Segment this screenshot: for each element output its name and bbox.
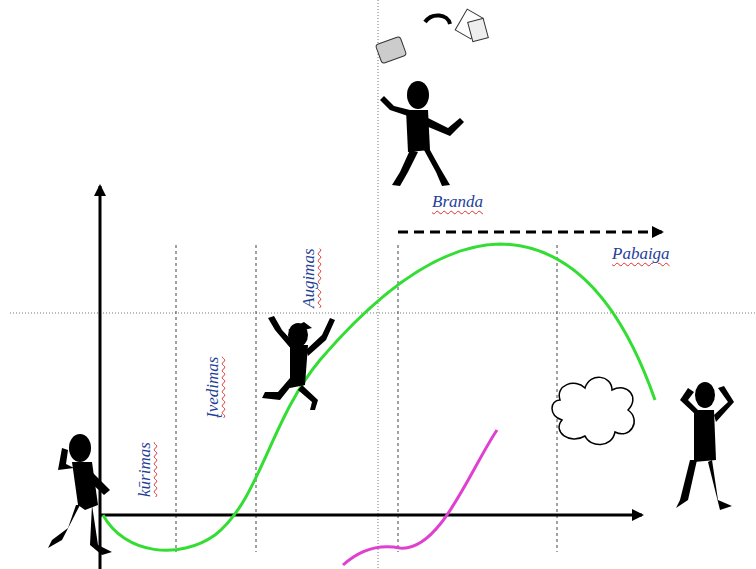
second-curve xyxy=(343,430,497,565)
life-cycle-curve xyxy=(103,244,655,550)
guide-line xyxy=(378,0,379,569)
y-axis xyxy=(99,186,102,569)
stage-label: Įvedimas xyxy=(204,357,223,418)
stage-label: Branda xyxy=(432,193,483,212)
juggler-figure xyxy=(375,9,488,186)
guide-line xyxy=(10,313,756,314)
x-axis xyxy=(100,514,642,517)
running-figure xyxy=(262,316,335,410)
stage-label: Pabaiga xyxy=(612,245,670,264)
explosion-cloud xyxy=(552,377,634,444)
stage-label: kūrimas xyxy=(136,442,155,497)
stage-dividers xyxy=(176,245,557,552)
despair-figure xyxy=(676,382,734,510)
stage-label: Augimas xyxy=(300,249,319,309)
dashed-arrow xyxy=(398,231,662,234)
thinking-figure xyxy=(48,434,112,555)
